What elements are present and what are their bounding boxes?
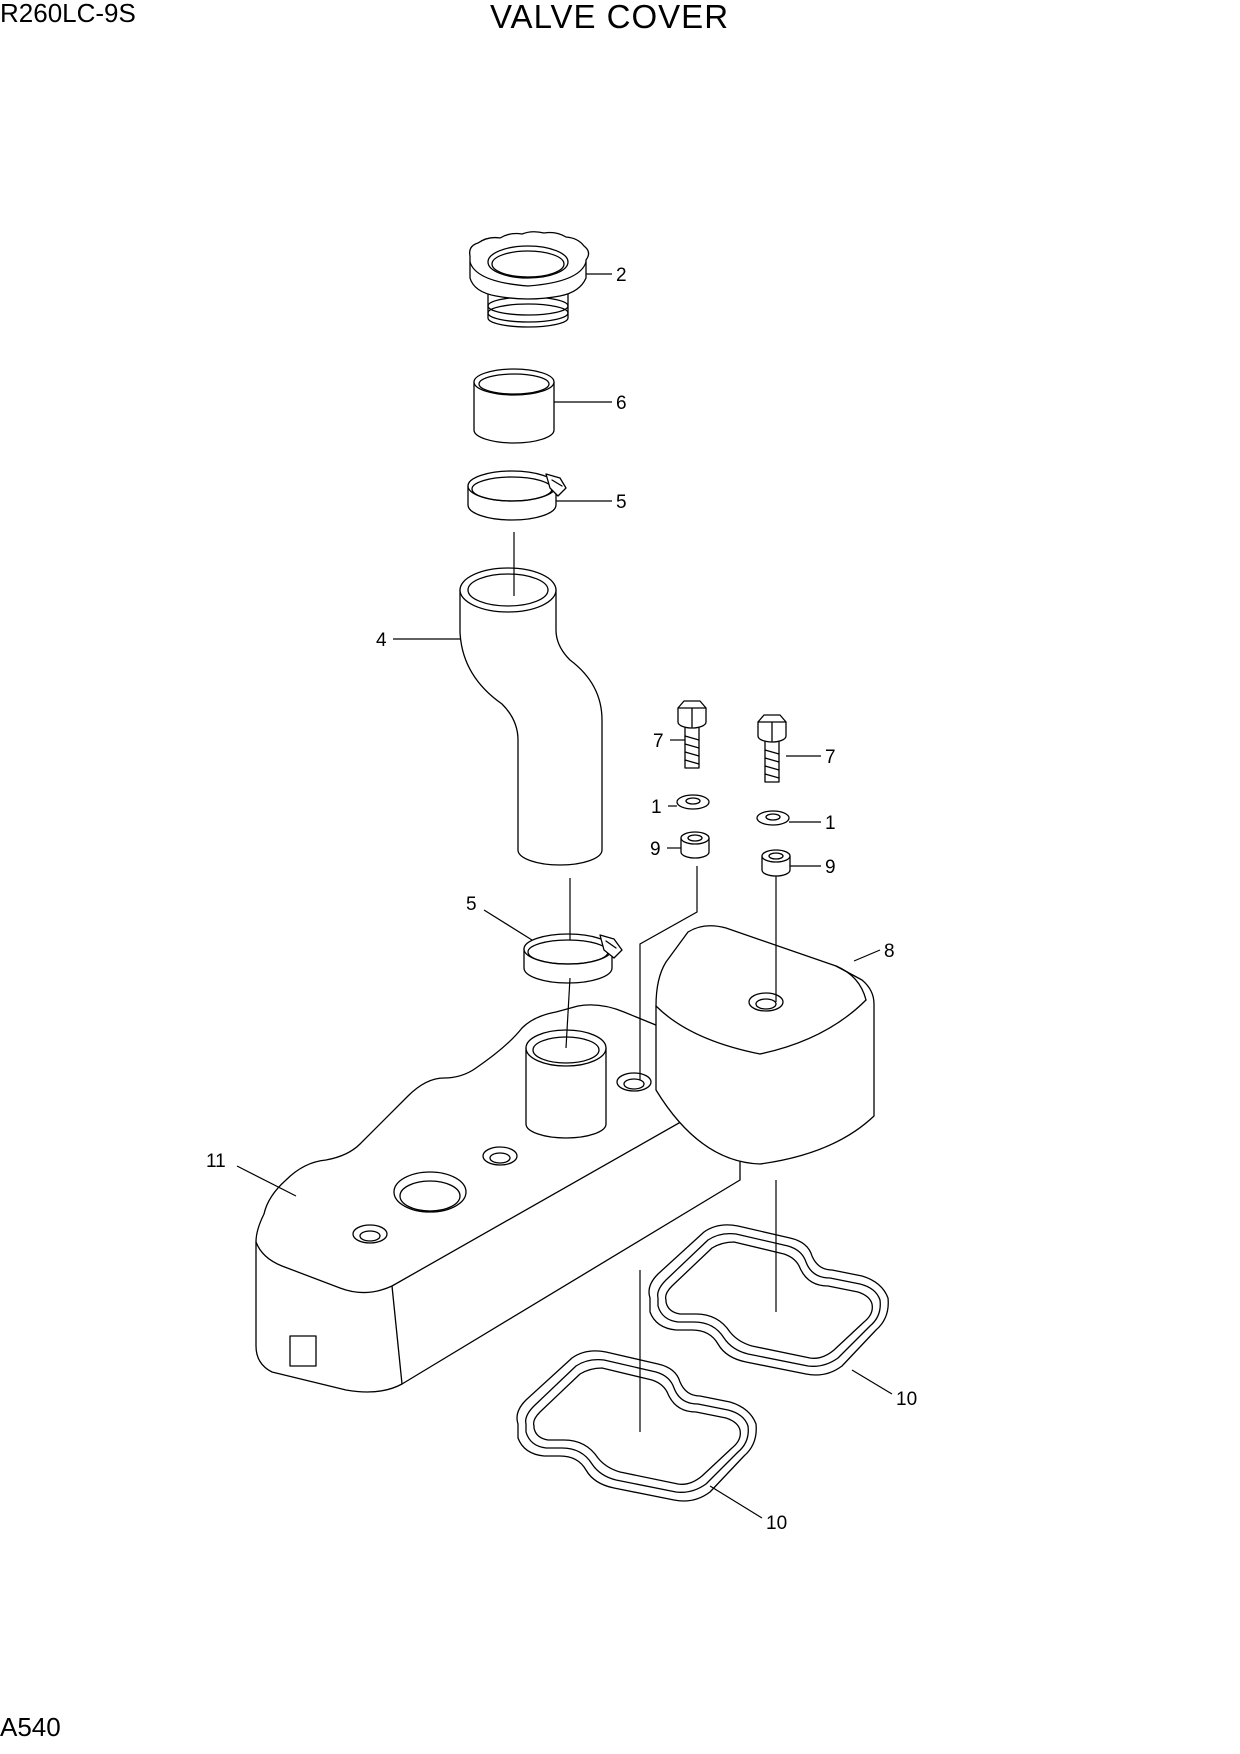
model-code: R260LC-9S xyxy=(0,0,136,28)
part-8-rear-valve-cover xyxy=(655,925,875,1165)
callout-7-right: 7 xyxy=(825,747,836,768)
callout-9-right: 9 xyxy=(825,857,836,878)
part-6-sleeve xyxy=(473,368,555,444)
callout-labels: 2 6 5 4 7 7 1 1 9 9 5 8 11 10 10 xyxy=(206,265,917,1534)
callout-1-left: 1 xyxy=(651,797,662,818)
callout-4: 4 xyxy=(376,630,387,651)
part-10-gasket-low xyxy=(516,1350,757,1502)
part-4-bent-hose xyxy=(459,567,603,866)
assembly-axis-lines xyxy=(513,532,777,1432)
page-code: A540 xyxy=(0,1712,61,1742)
callout-8: 8 xyxy=(884,941,895,962)
part-10-gasket-right xyxy=(648,1224,889,1376)
part-5-lower-clamp xyxy=(523,933,623,984)
callout-2: 2 xyxy=(616,265,627,286)
callout-6: 6 xyxy=(616,393,627,414)
callout-7-left: 7 xyxy=(653,731,664,752)
callout-1-right: 1 xyxy=(825,813,836,834)
part-2-filler-cap xyxy=(469,231,590,328)
callout-5-low: 5 xyxy=(466,894,477,915)
callout-11: 11 xyxy=(206,1151,226,1172)
part-9-spacer-right xyxy=(761,849,791,877)
part-11-valve-cover-body xyxy=(255,1004,741,1393)
callout-5-top: 5 xyxy=(616,492,627,513)
part-1-washer-left xyxy=(676,794,710,810)
leader-lines xyxy=(236,273,893,1519)
part-5-upper-clamp xyxy=(467,470,567,521)
part-7-bolt-left xyxy=(677,700,707,769)
page-title: VALVE COVER xyxy=(490,0,730,35)
part-7-bolt-right xyxy=(757,714,787,783)
part-9-spacer-left xyxy=(680,831,710,859)
callout-9-left: 9 xyxy=(650,839,661,860)
part-1-washer-right xyxy=(756,810,790,826)
callout-10-right: 10 xyxy=(896,1389,917,1410)
callout-10-low: 10 xyxy=(766,1513,787,1534)
